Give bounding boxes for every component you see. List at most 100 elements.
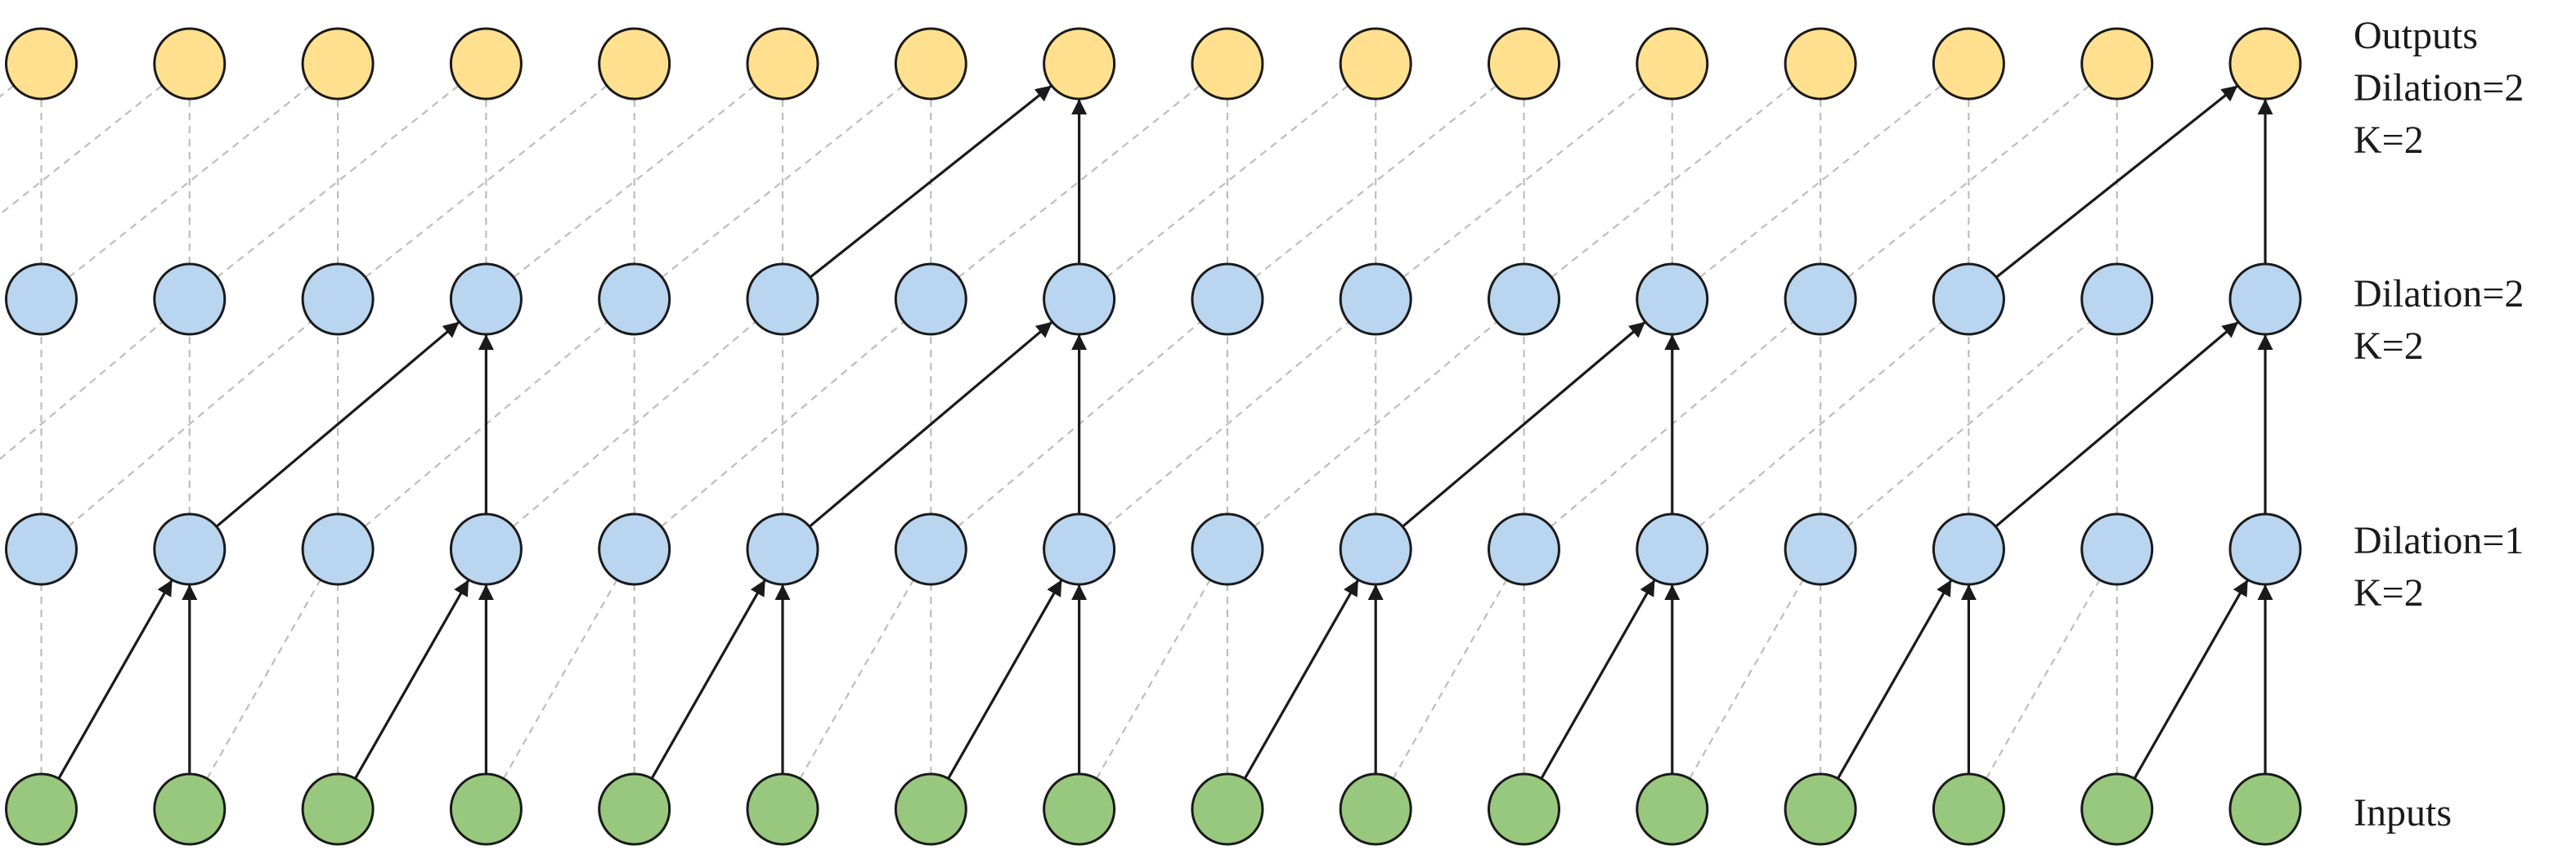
edge-hidden-2-6-dilated	[1105, 320, 1350, 528]
node-hidden-1-4	[1636, 512, 1709, 586]
edge-hidden-1-13-dilated	[206, 579, 321, 780]
label-hidden-1: Dilation=1 K=2	[2354, 515, 2524, 620]
edge-hidden-2-1-dilated	[1847, 320, 2091, 528]
node-inputs-5	[1488, 772, 1560, 846]
node-outputs-13	[301, 27, 375, 101]
node-hidden-1-13	[301, 512, 375, 586]
edge-hidden-2-13-dilated	[67, 320, 312, 528]
node-inputs-4	[1636, 772, 1709, 846]
edge-hidden-1-4-dilated	[1540, 579, 1656, 780]
edge-hidden-1-2-dilated	[1837, 579, 1952, 780]
node-hidden-2-11	[598, 262, 671, 336]
node-outputs-12	[449, 27, 523, 101]
inactive-connections	[0, 84, 2118, 780]
node-hidden-1-6	[1339, 512, 1412, 586]
node-inputs-14	[153, 772, 227, 846]
node-outputs-14	[153, 27, 227, 101]
node-outputs-4	[1636, 27, 1709, 101]
node-inputs-13	[301, 772, 375, 846]
label-outputs-line-2: Dilation=2	[2354, 66, 2524, 110]
edge-outputs-0-dilated	[1995, 85, 2238, 279]
node-outputs-11	[598, 27, 671, 101]
node-inputs-11	[598, 772, 671, 846]
node-hidden-1-11	[598, 512, 671, 586]
edge-hidden-2-8-dilated	[808, 321, 1053, 528]
label-hidden-2: Dilation=2 K=2	[2354, 268, 2524, 373]
edge-outputs-15-dilated	[0, 84, 15, 98]
node-hidden-2-13	[301, 262, 375, 336]
node-outputs-6	[1339, 27, 1412, 101]
edge-hidden-2-4-dilated	[1402, 321, 1646, 528]
edge-hidden-1-3-dilated	[1689, 579, 1804, 780]
node-hidden-2-12	[449, 262, 523, 336]
node-inputs-12	[449, 772, 523, 846]
node-hidden-1-2	[1932, 512, 2005, 586]
node-hidden-2-15	[5, 262, 78, 336]
edge-hidden-1-5-dilated	[1392, 579, 1508, 780]
node-hidden-2-9	[894, 262, 967, 336]
edge-hidden-1-9-dilated	[799, 579, 914, 780]
node-inputs-15	[5, 772, 78, 846]
edge-hidden-1-1-dilated	[1985, 579, 2101, 780]
node-inputs-3	[1784, 772, 1857, 846]
node-inputs-6	[1339, 772, 1412, 846]
node-hidden-2-1	[2080, 262, 2154, 336]
node-hidden-2-14	[153, 262, 227, 336]
node-outputs-7	[1191, 27, 1264, 101]
label-outputs: Outputs Dilation=2 K=2	[2354, 10, 2524, 167]
node-hidden-2-0	[2228, 262, 2302, 336]
node-inputs-7	[1191, 772, 1264, 846]
edge-hidden-2-5-dilated	[1254, 320, 1498, 528]
edge-hidden-1-10-dilated	[650, 579, 766, 780]
node-hidden-1-8	[1043, 512, 1116, 586]
nodes	[5, 27, 2302, 846]
node-hidden-1-1	[2080, 512, 2154, 586]
node-inputs-8	[1043, 772, 1116, 846]
node-outputs-8	[1043, 27, 1116, 101]
edge-hidden-1-6-dilated	[1243, 579, 1359, 780]
node-outputs-9	[894, 27, 967, 101]
node-outputs-10	[746, 27, 819, 101]
node-hidden-2-3	[1784, 262, 1857, 336]
node-outputs-2	[1932, 27, 2005, 101]
label-outputs-line-1: Outputs	[2354, 14, 2479, 57]
node-hidden-2-2	[1932, 262, 2005, 336]
node-hidden-1-14	[153, 512, 227, 586]
node-hidden-2-5	[1488, 262, 1560, 336]
label-hidden-1-line-1: Dilation=1	[2354, 519, 2524, 562]
node-outputs-5	[1488, 27, 1560, 101]
node-hidden-1-0	[2228, 512, 2302, 586]
node-hidden-1-7	[1191, 512, 1264, 586]
edge-hidden-1-12-dilated	[354, 579, 469, 780]
node-hidden-1-9	[894, 512, 967, 586]
edge-hidden-1-8-dilated	[947, 579, 1063, 780]
node-hidden-2-8	[1043, 262, 1116, 336]
edge-hidden-1-11-dilated	[502, 579, 618, 780]
active-connections	[57, 85, 2273, 780]
node-inputs-10	[746, 772, 819, 846]
edge-hidden-2-2-dilated	[1698, 320, 1943, 528]
label-inputs-line-1: Inputs	[2354, 791, 2452, 834]
label-hidden-1-line-2: K=2	[2354, 571, 2424, 615]
node-hidden-1-5	[1488, 512, 1560, 586]
node-hidden-1-12	[449, 512, 523, 586]
edge-hidden-2-12-dilated	[215, 321, 460, 528]
label-outputs-line-3: K=2	[2354, 119, 2424, 162]
node-hidden-1-10	[746, 512, 819, 586]
label-inputs: Inputs	[2354, 787, 2452, 839]
node-outputs-0	[2228, 27, 2302, 101]
node-inputs-2	[1932, 772, 2005, 846]
node-outputs-3	[1784, 27, 1857, 101]
edge-hidden-2-0-dilated	[1995, 321, 2239, 528]
node-hidden-2-10	[746, 262, 819, 336]
node-hidden-1-15	[5, 512, 78, 586]
edge-hidden-1-0-dilated	[2133, 579, 2249, 780]
node-hidden-2-7	[1191, 262, 1264, 336]
node-hidden-2-4	[1636, 262, 1709, 336]
label-hidden-2-line-2: K=2	[2354, 324, 2424, 368]
edge-hidden-1-14-dilated	[57, 579, 173, 780]
edge-outputs-14-dilated	[0, 84, 163, 216]
node-hidden-2-6	[1339, 262, 1412, 336]
node-outputs-15	[5, 27, 78, 101]
